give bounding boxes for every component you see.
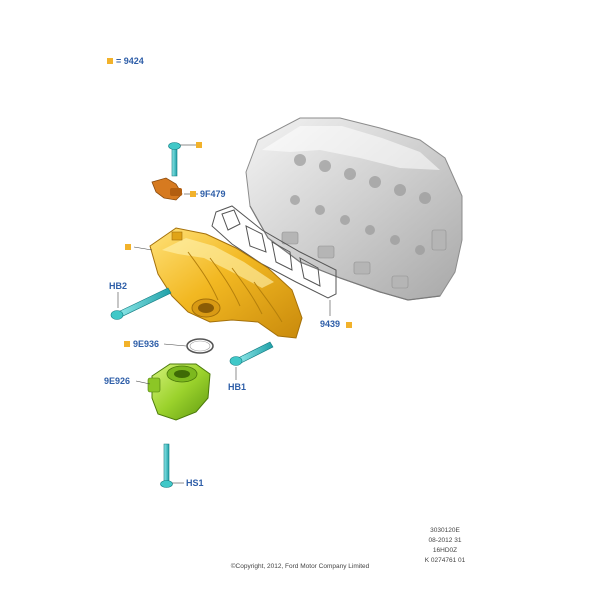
legend-text: = 9424 xyxy=(116,56,144,66)
marker-9439 xyxy=(346,322,352,328)
marker-manifold xyxy=(125,244,131,250)
marker-9f479 xyxy=(190,191,196,197)
callout-9e926: 9E926 xyxy=(104,376,131,386)
ref-date: 08-2012 31 xyxy=(428,537,462,544)
bolt-hb2 xyxy=(110,287,172,320)
callout-9439: 9439 xyxy=(320,319,341,329)
callout-hb1: HB1 xyxy=(228,382,247,392)
intake-manifold xyxy=(149,227,303,339)
copyright: ©Copyright, 2012, Ford Motor Company Lim… xyxy=(230,563,370,570)
cylinder-head xyxy=(245,117,463,301)
marker-9e936 xyxy=(124,341,130,347)
throttle-body-9e926 xyxy=(147,363,211,421)
intake-gasket xyxy=(211,205,337,299)
sensor-bolt xyxy=(168,142,181,177)
callout-9f479: 9F479 xyxy=(200,189,226,199)
callout-9e936: 9E936 xyxy=(133,339,160,349)
ref-code: 3030120E xyxy=(430,527,460,534)
ref-part: K 0274761 01 xyxy=(424,557,466,564)
callout-hs1: HS1 xyxy=(186,478,204,488)
legend-marker xyxy=(107,58,113,64)
ref-engine: 16HD0Z xyxy=(432,547,458,554)
stud-hs1 xyxy=(160,443,173,488)
marker-sensor-bolt xyxy=(196,142,202,148)
callout-hb2: HB2 xyxy=(109,281,128,291)
o-ring-9e936 xyxy=(186,338,214,354)
sensor-9f479 xyxy=(151,177,183,201)
bolt-hb1 xyxy=(229,341,274,366)
